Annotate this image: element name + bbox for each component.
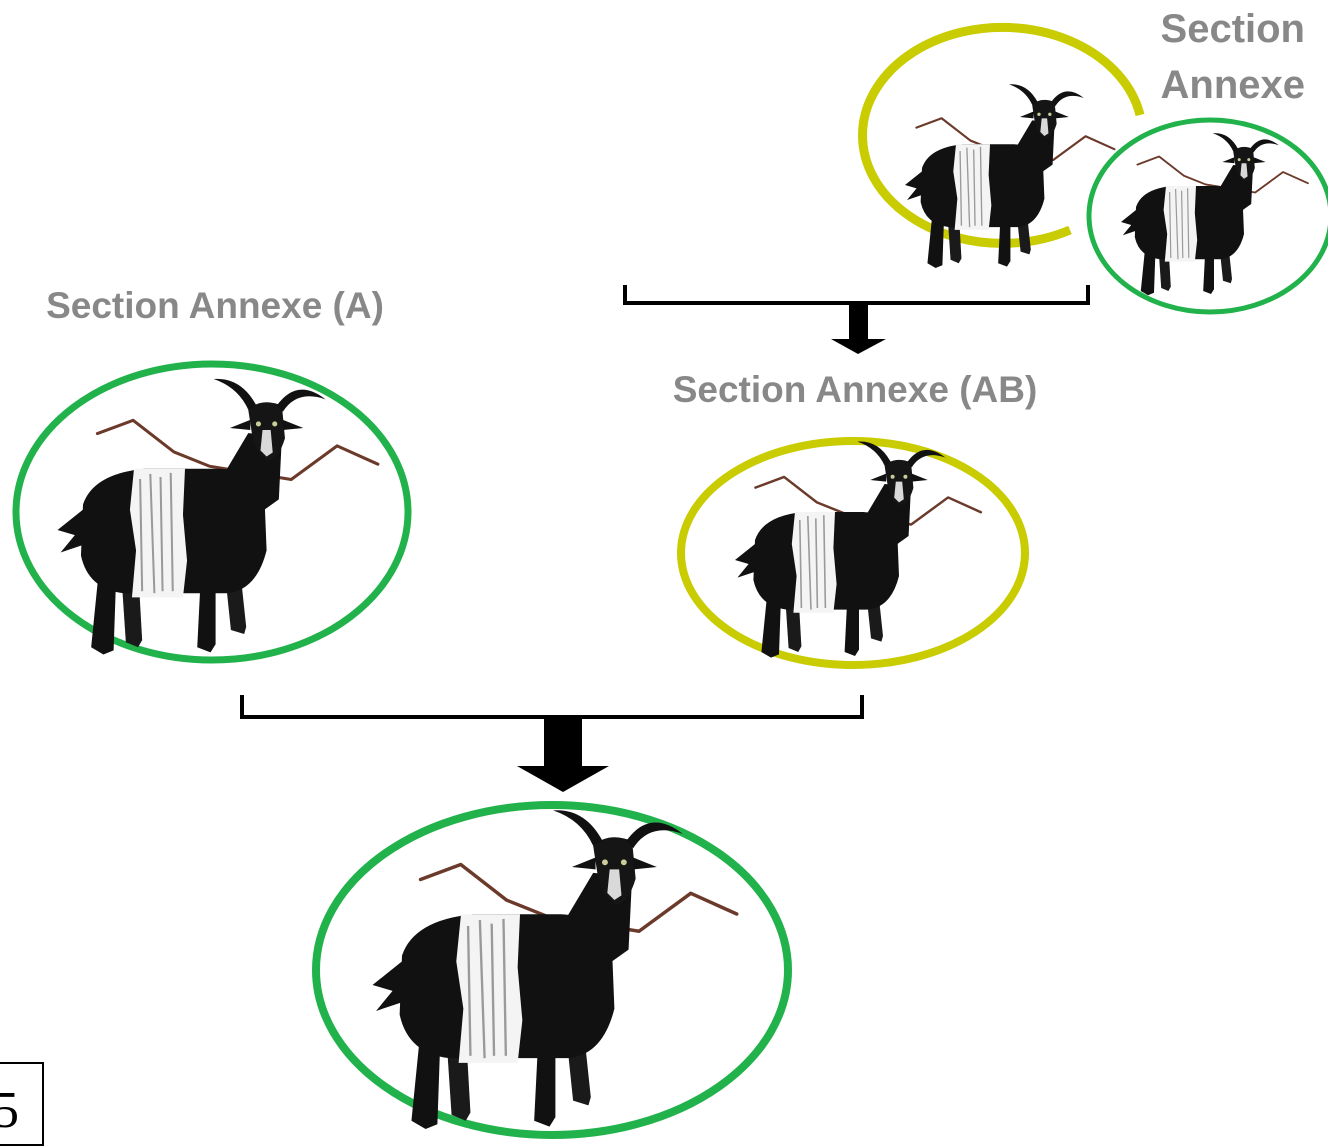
top-green-goat-circle	[1086, 117, 1328, 315]
page-number-box: 5	[0, 1062, 44, 1146]
goat-icon	[1120, 132, 1280, 296]
arrow-down-icon	[517, 719, 609, 792]
lower-merge-bracket	[240, 695, 864, 719]
middle-label: Section Annexe (AB)	[673, 369, 1038, 410]
result-green-goat-circle	[312, 801, 792, 1139]
goat-icon	[371, 809, 685, 1131]
upper-merge-bracket	[623, 285, 1090, 305]
goat-icon	[734, 440, 947, 659]
arrow-down-icon	[831, 305, 886, 354]
top-right-label-line1: Section	[1161, 7, 1305, 51]
left-green-goat-circle	[12, 360, 412, 664]
page-number: 5	[0, 1082, 19, 1139]
top-right-label-line2: Annexe	[1161, 63, 1306, 107]
middle-yellow-goat-circle	[677, 437, 1029, 669]
top-yellow-goat-circle	[858, 22, 1145, 269]
goat-icon	[56, 377, 327, 656]
left-label: Section Annexe (A)	[46, 285, 384, 326]
